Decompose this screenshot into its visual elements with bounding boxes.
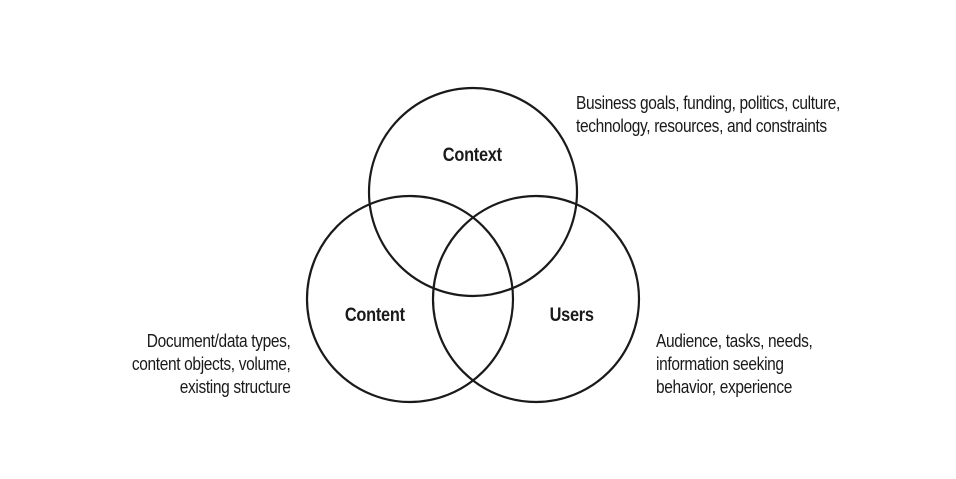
users-description: Audience, tasks, needs, information seek… [656, 330, 813, 399]
users-description-line: Audience, tasks, needs, [656, 331, 813, 351]
content-circle [305, 194, 515, 404]
context-label: Context [442, 145, 502, 166]
users-label: Users [549, 305, 594, 326]
context-description-line: Business goals, funding, politics, cultu… [576, 93, 841, 113]
content-label: Content [344, 305, 405, 326]
users-circle [431, 194, 641, 404]
users-description-line: information seeking [656, 354, 784, 374]
users-description-line: behavior, experience [656, 377, 792, 397]
content-description-line: existing structure [180, 377, 291, 397]
content-description-line: Document/data types, [147, 331, 291, 351]
context-circle [367, 86, 579, 298]
content-description-line: content objects, volume, [132, 354, 291, 374]
context-description-line: technology, resources, and constraints [576, 116, 827, 136]
content-description: Document/data types, content objects, vo… [132, 330, 291, 399]
context-description: Business goals, funding, politics, cultu… [576, 92, 840, 138]
